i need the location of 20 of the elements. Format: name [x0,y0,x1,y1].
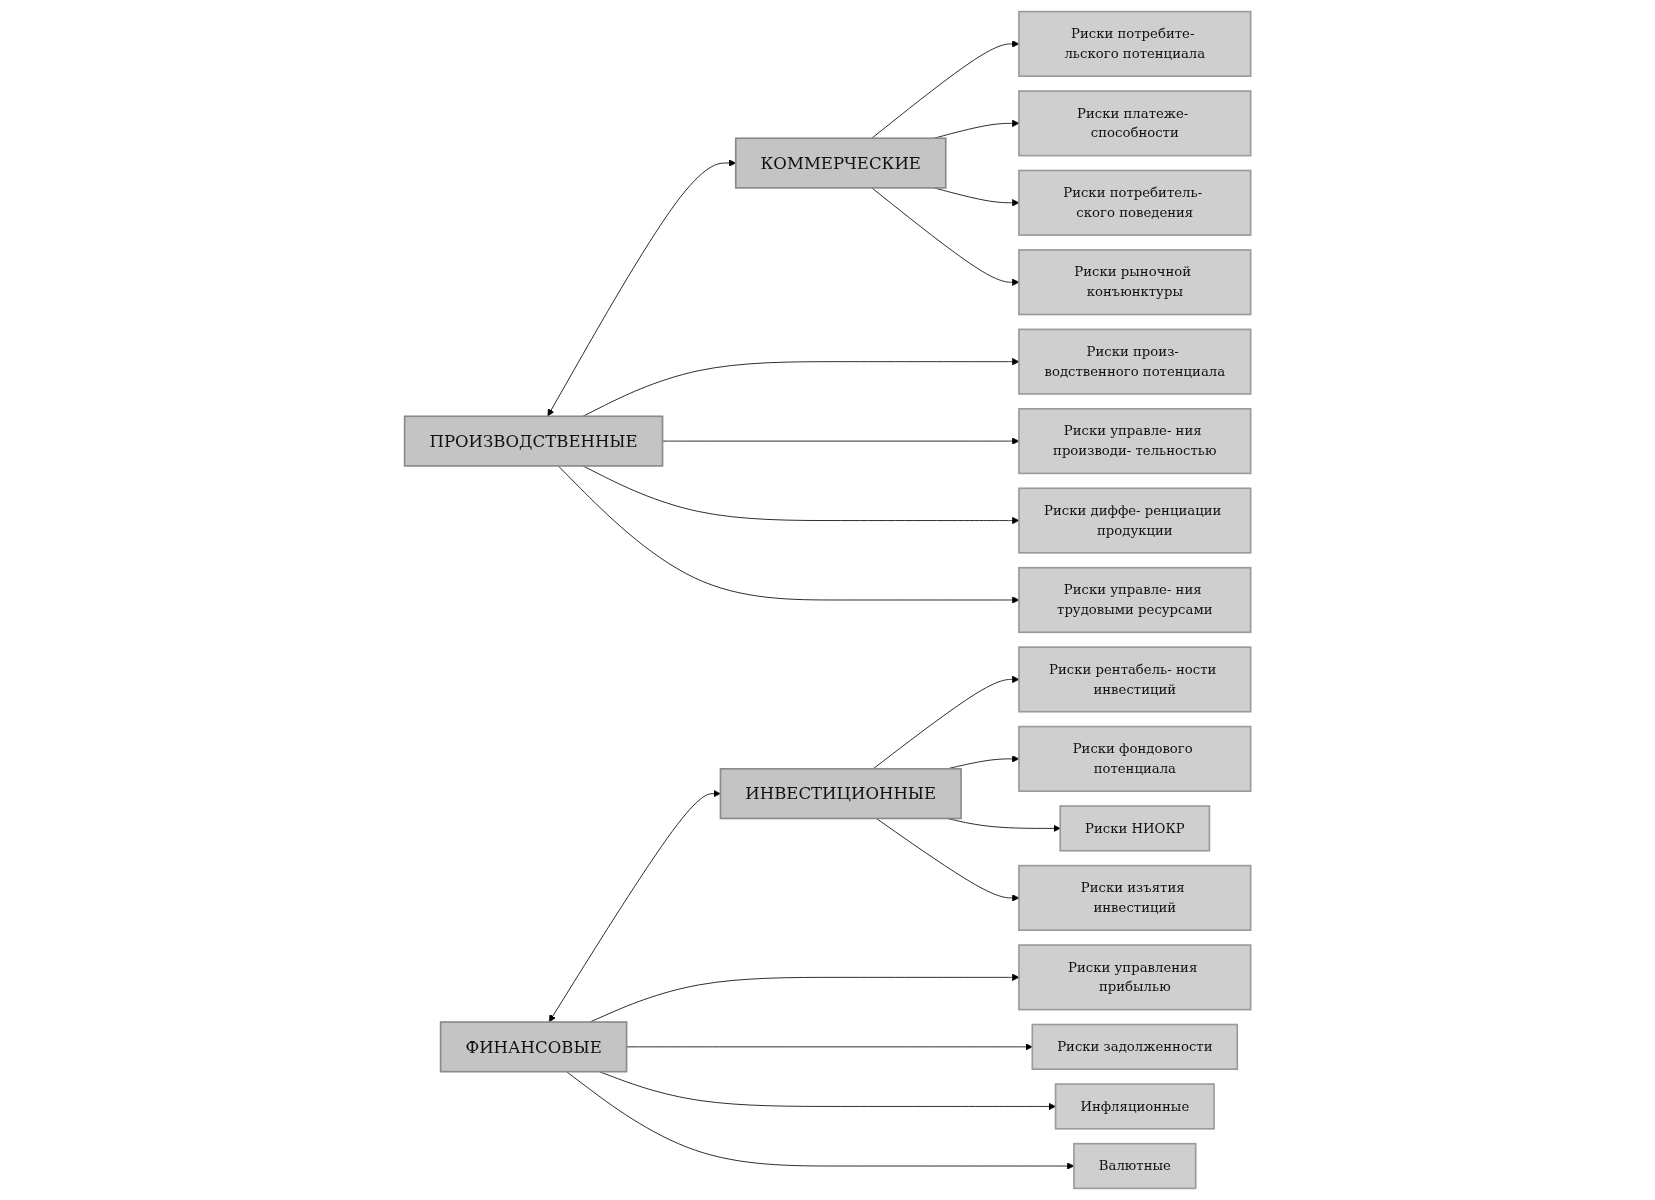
node-box: Риски изъятия инвестиций [1017,864,1252,931]
node-box: Инфляционные [1054,1083,1215,1130]
node-box: Риски управле- ния производи- тельностью [1017,408,1252,475]
node-box: КОММЕРЧЕСКИЕ [734,137,947,189]
node-box: Риски управления прибылью [1017,944,1252,1011]
node-box: Риски диффе- ренциации продукции [1017,487,1252,554]
node-box: Валютные [1072,1142,1197,1190]
node-box: Риски платеже- способности [1017,90,1252,157]
node-box: ИНВЕСТИЦИОННЫЕ [719,767,962,820]
node-box: Риски фондового потенциала [1017,725,1252,792]
node-box: ФИНАНСОВЫЕ [439,1021,628,1073]
node-box: Риски управле- ния трудовыми ресурсами [1017,566,1252,634]
node-box: Риски задолженности [1031,1023,1238,1071]
node-box: Риски потребитель- ского поведения [1017,169,1252,236]
node-box: Риски рыночной конъюнктуры [1017,249,1252,316]
node-box: ПРОИЗВОДСТВЕННЫЕ [403,415,664,467]
node-box: Риски НИОКР [1059,805,1211,852]
node-box: Риски потребите- льского потенциала [1017,10,1252,77]
node-box: Риски произ- водственного потенциала [1017,328,1252,395]
node-box: Риски рентабель- ности инвестиций [1017,646,1252,713]
